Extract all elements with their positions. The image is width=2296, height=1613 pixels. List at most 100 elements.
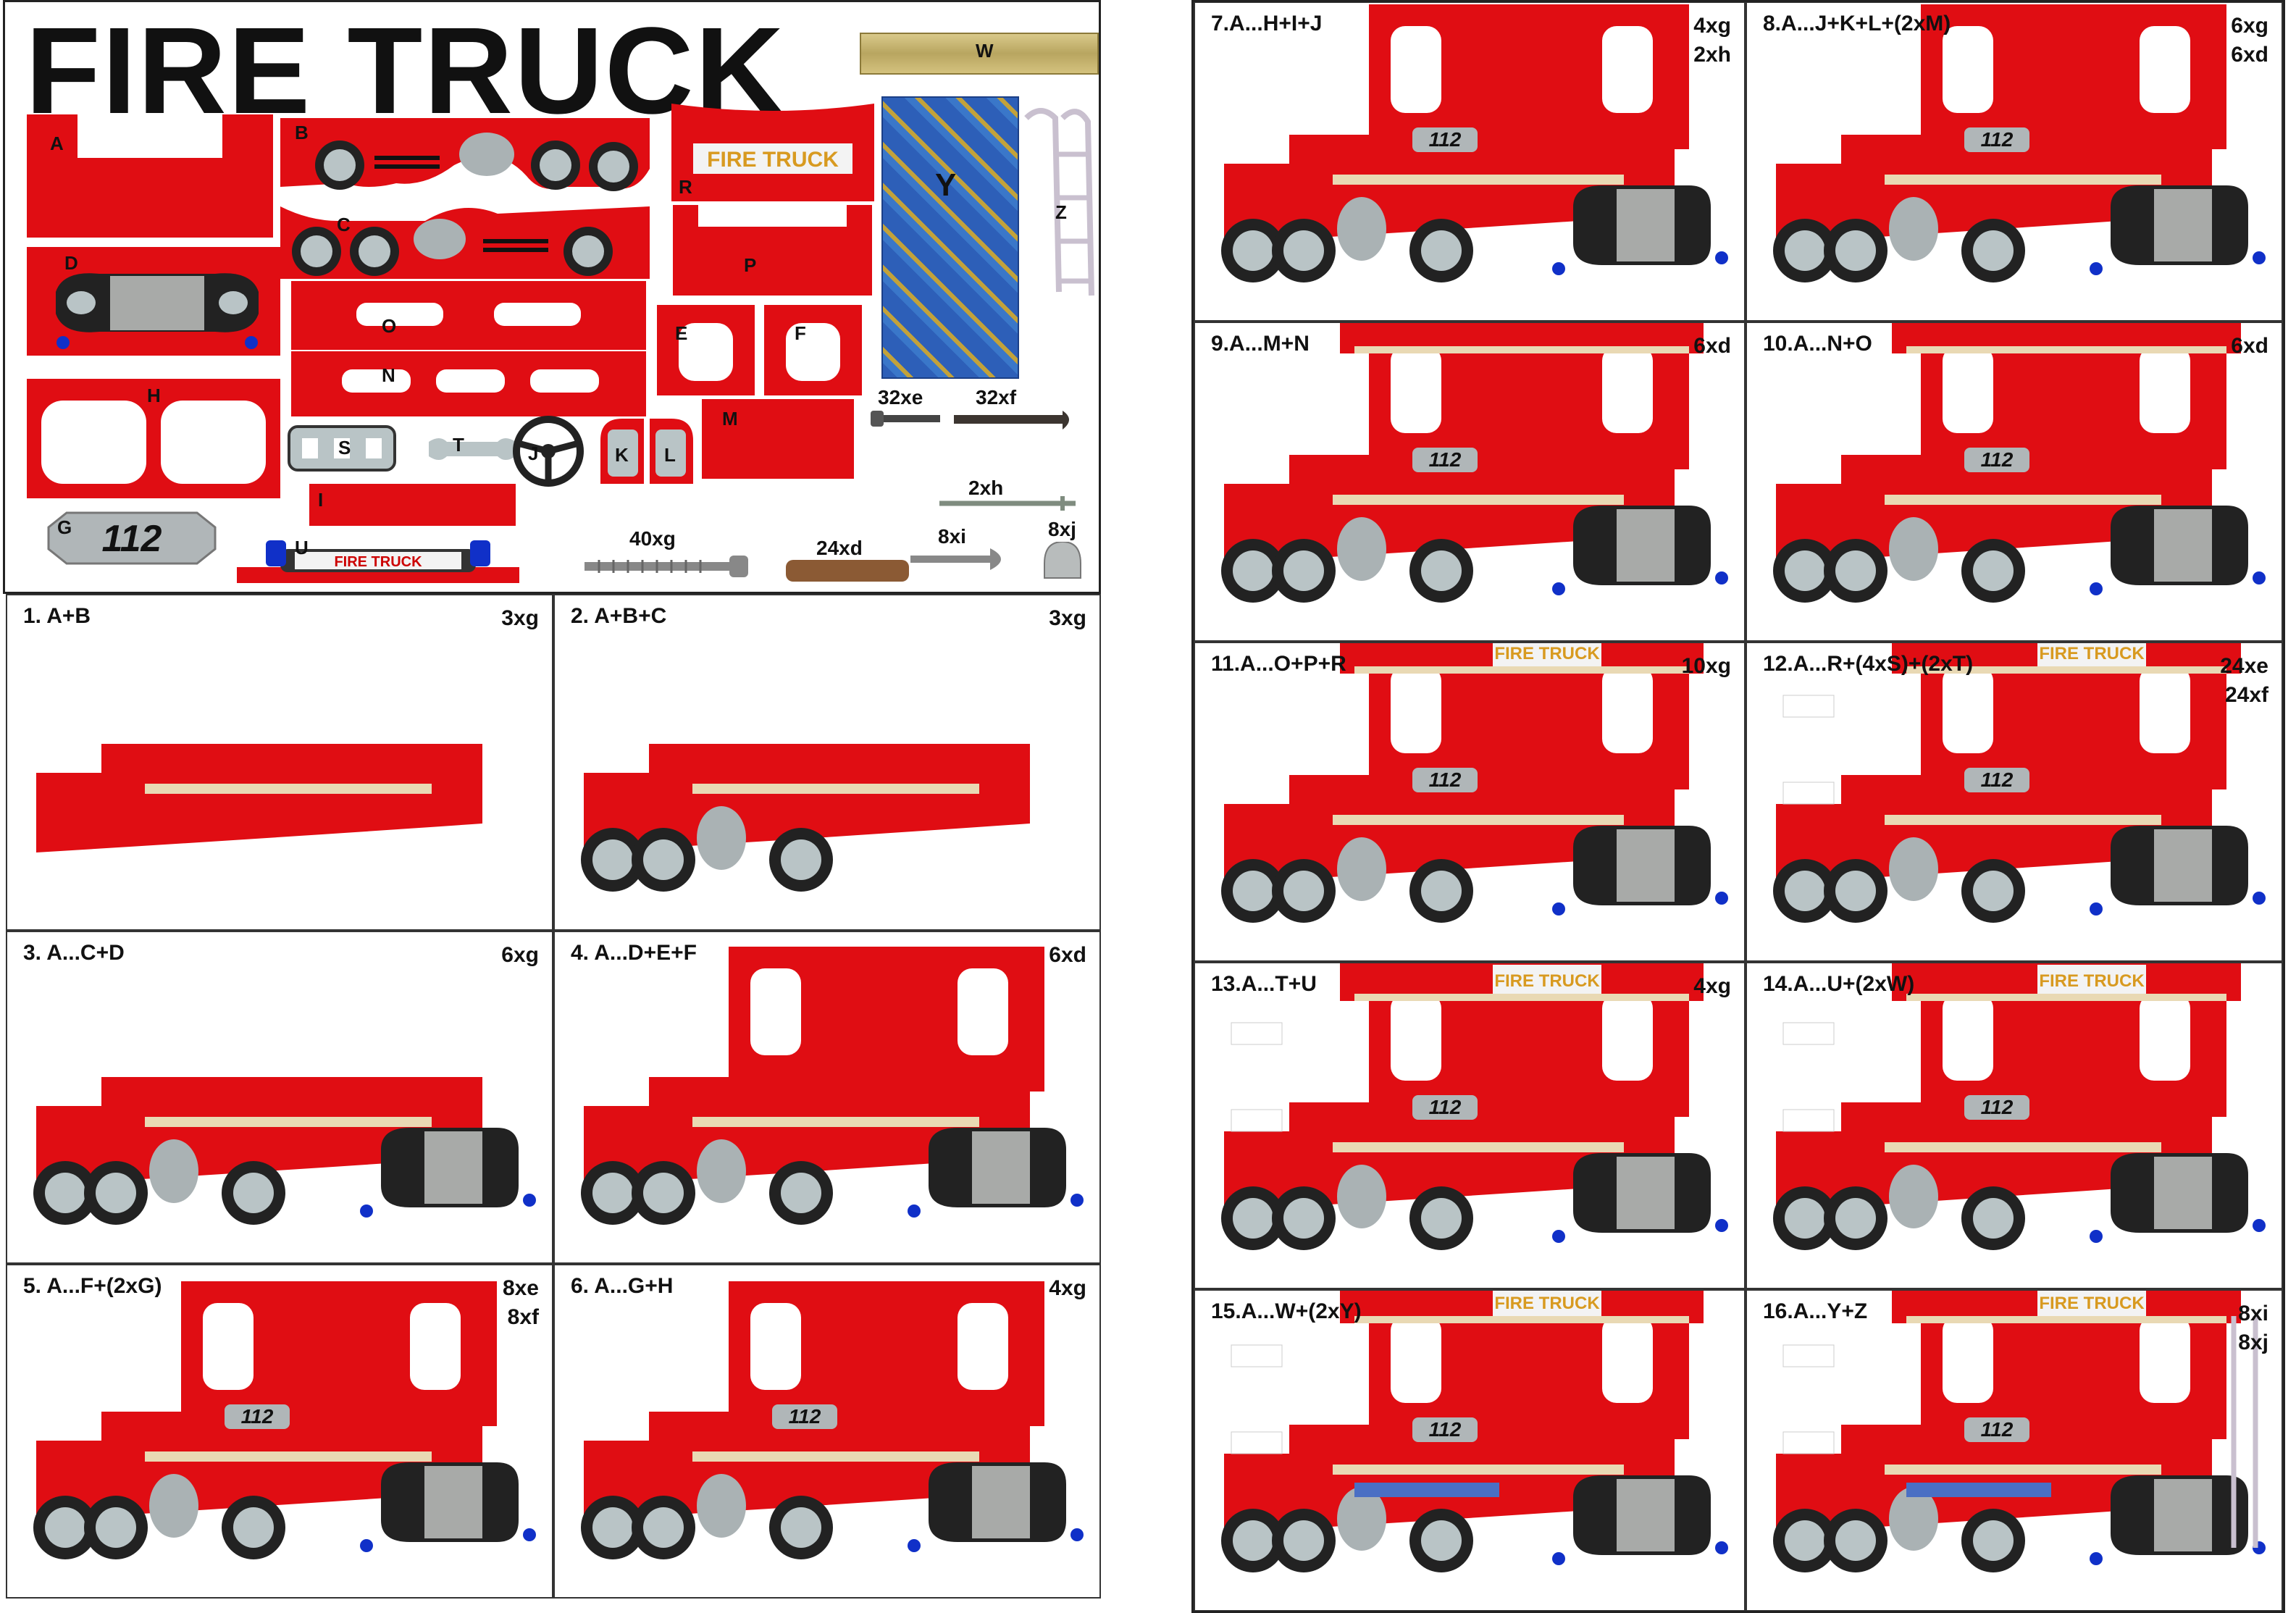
step-hardware-item: 6xg [2231, 14, 2268, 38]
hw-capnut-xj-icon [1044, 542, 1081, 579]
step-illustration: 112 [1221, 4, 1728, 282]
step-cell: 2. A+B+C 3xg [553, 594, 1101, 931]
svg-text:112: 112 [1429, 1096, 1462, 1118]
part-i-board [309, 484, 516, 526]
step-illustration [581, 744, 1030, 892]
step-hardware: 4xg [1693, 972, 1731, 1001]
step-title: 2. A+B+C [571, 604, 667, 628]
step-title: 6. A...G+H [571, 1274, 674, 1298]
part-label-k: K [615, 444, 629, 466]
part-d-grille-art [56, 273, 259, 349]
step-hardware: 6xd [2231, 332, 2268, 361]
part-p-board [673, 205, 872, 296]
svg-text:112: 112 [1429, 768, 1462, 791]
part-n-rail [291, 351, 646, 416]
part-label-w: W [976, 40, 994, 62]
part-label-f: F [795, 322, 806, 344]
step-hardware-item: 6xd [2231, 334, 2268, 358]
hw-bolt-xi-icon [910, 548, 1001, 570]
step-hardware-item: 3xg [501, 606, 539, 630]
step-title: 16.A...Y+Z [1763, 1299, 1868, 1323]
step-title: 7.A...H+I+J [1211, 12, 1323, 35]
step-illustration [36, 744, 482, 852]
part-r-sign: FIRE TRUCK [671, 104, 874, 201]
part-label-l: L [664, 444, 676, 466]
step-hardware: 6xd [1693, 332, 1731, 361]
part-o-rail [291, 281, 646, 350]
svg-text:112: 112 [1981, 1418, 2014, 1441]
step-hardware: 6xg [501, 941, 539, 970]
step-illustration [581, 947, 1084, 1225]
part-y-mattress [881, 96, 1019, 379]
part-k-panel [600, 419, 644, 484]
svg-text:FIRE TRUCK: FIRE TRUCK [2039, 971, 2145, 991]
hw-label-32xe: 32xe [878, 386, 923, 409]
svg-text:112: 112 [241, 1405, 274, 1428]
svg-text:FIRE TRUCK: FIRE TRUCK [1494, 1294, 1600, 1313]
step-title: 8.A...J+K+L+(2xM) [1763, 12, 1951, 35]
step-title: 10.A...N+O [1763, 332, 1872, 356]
hw-label-8xi: 8xi [938, 525, 966, 548]
step-hardware-item: 4xg [1049, 1276, 1086, 1300]
part-f-panel [764, 305, 862, 395]
part-u-sign-text: FIRE TRUCK [334, 554, 422, 570]
part-t-piece [429, 438, 516, 460]
part-l-panel [650, 419, 693, 484]
step-hardware-item: 8xe [502, 1276, 539, 1300]
part-label-e: E [675, 322, 688, 344]
part-label-d: D [64, 252, 78, 274]
hw-label-40xg: 40xg [629, 527, 676, 550]
step-hardware: 3xg [1049, 604, 1086, 633]
hw-label-2xh: 2xh [968, 477, 1004, 499]
part-label-u: U [295, 537, 309, 558]
part-u-beacon-bar: FIRE TRUCK [237, 540, 519, 583]
step-hardware-item: 24xe [2220, 654, 2268, 678]
svg-text:112: 112 [789, 1405, 821, 1428]
svg-text:FIRE TRUCK: FIRE TRUCK [2039, 1294, 2145, 1313]
hw-bolt-xe-icon [871, 411, 940, 427]
step-hardware-item: 6xg [501, 943, 539, 967]
part-r-sign-text: FIRE TRUCK [707, 148, 839, 172]
hw-label-24xd: 24xd [816, 537, 863, 559]
step-title: 13.A...T+U [1211, 972, 1317, 996]
part-label-y: Y [935, 167, 957, 203]
step-title: 3. A...C+D [23, 941, 125, 965]
step-illustration: 112 [33, 1281, 536, 1559]
part-m-board [702, 399, 854, 479]
part-s-rail [288, 425, 396, 472]
part-label-s: S [338, 437, 351, 458]
step-hardware-item: 6xd [1049, 943, 1086, 967]
hw-screw-xg-icon [585, 556, 748, 577]
svg-text:112: 112 [1429, 1418, 1462, 1441]
step-title: 12.A...R+(4xS)+(2xT) [1763, 652, 1974, 676]
hw-bolt-xf-icon [954, 411, 1069, 430]
part-label-g: G [57, 516, 72, 538]
part-label-c: C [337, 214, 351, 235]
page-title: FIRE TRUCK [25, 2, 786, 140]
hw-dowel-xd-icon [786, 560, 909, 582]
step-hardware-item: 6xd [1693, 334, 1731, 358]
part-label-p: P [744, 254, 757, 276]
step-hardware: 3xg [501, 604, 539, 633]
step-hardware: 6xd [1049, 941, 1086, 970]
part-j-steering-wheel [513, 416, 584, 487]
part-a-board [27, 114, 273, 238]
part-label-m: M [722, 408, 738, 430]
part-label-i: I [318, 489, 324, 511]
